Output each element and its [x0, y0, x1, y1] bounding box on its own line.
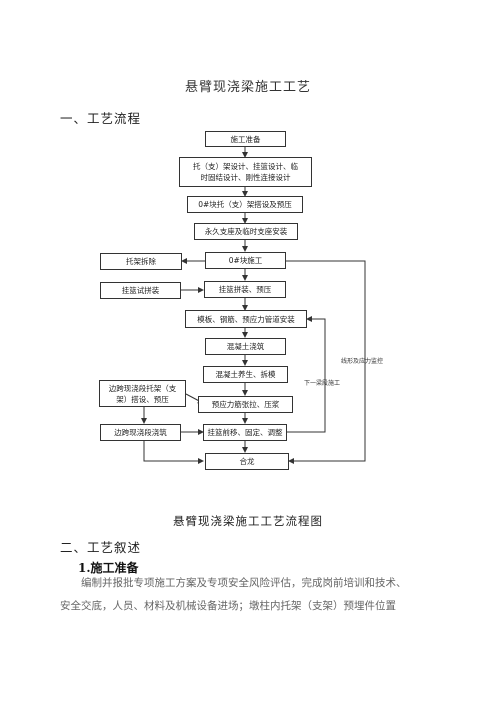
flow-node-construction-prep: 施工准备 [205, 131, 286, 147]
flow-node-side-span-bracket: 边跨现浇段托架（支 架）搭设、预压 [99, 380, 186, 407]
paragraph-line-1: 编制并报批专项施工方案及专项安全风险评估，完成岗前培训和技术、 [81, 577, 407, 589]
flow-node-basket-assembly: 挂篮拼装、预压 [204, 281, 286, 298]
flow-node-basket-trial: 挂篮试拼装 [100, 282, 181, 299]
flow-node-design-line1: 托（支）架设计、挂篮设计、临 [193, 162, 298, 171]
flow-node-block0-construction: 0#块施工 [205, 252, 286, 269]
flow-node-curing: 混凝土养生、拆模 [203, 366, 288, 383]
flow-node-design-line2: 时固结设计、刚性连接设计 [200, 173, 291, 182]
flow-node-basket-advance: 挂篮前移、固定、调整 [203, 424, 287, 441]
flow-node-side-span-bracket-line1: 边跨现浇段托架（支 [108, 383, 177, 393]
flow-node-design: 托（支）架设计、挂篮设计、临 时固结设计、刚性连接设计 [179, 157, 312, 187]
subsection-heading: 1.施工准备 [78, 561, 139, 575]
flow-node-side-span-pouring: 边跨现浇段浇筑 [100, 424, 181, 441]
flow-node-concrete-pouring: 混凝土浇筑 [205, 338, 286, 355]
label-monitoring: 线形及应力监控 [341, 358, 384, 365]
flow-node-block0-bracket: 0#块托（支）架搭设及预压 [187, 196, 303, 213]
figure-caption: 悬臂现浇梁施工工艺流程图 [173, 514, 323, 528]
page-title: 悬臂现浇梁施工工艺 [184, 80, 311, 95]
flow-node-tensioning: 预应力筋张拉、压浆 [198, 396, 293, 413]
section-heading-description: 二、工艺叙述 [60, 540, 142, 555]
flow-node-bearing-install: 永久支座及临时支座安装 [194, 223, 298, 240]
paragraph-line-2: 安全交底，人员、材料及机械设备进场；墩柱内托架（支架）预埋件位置 [60, 600, 396, 612]
flow-node-side-span-bracket-line2: 架）搭设、预压 [116, 394, 169, 404]
section-heading-process-flow: 一、工艺流程 [60, 111, 142, 126]
flow-node-bracket-removal: 托架拆除 [100, 253, 182, 270]
flow-node-formwork-rebar: 模板、钢筋、预应力管道安装 [185, 310, 307, 328]
label-next-segment: 下一梁段施工 [304, 380, 341, 387]
flow-node-closure: 合龙 [205, 453, 289, 470]
